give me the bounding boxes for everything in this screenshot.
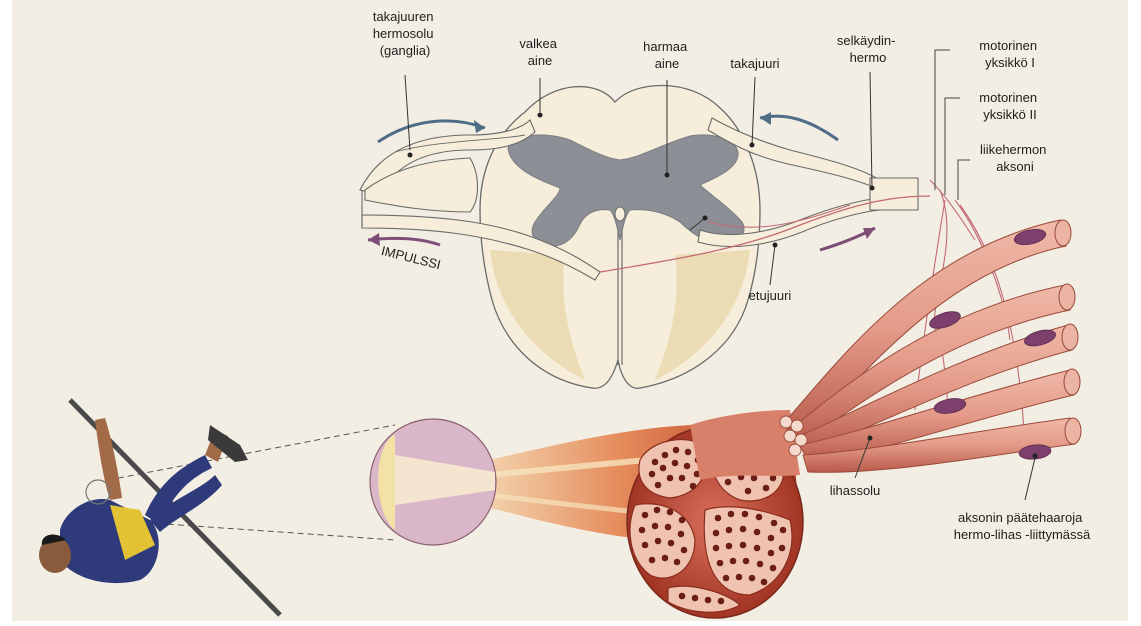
label-etujuuri: etujuuri [749,288,792,303]
label-takajuuri: takajuuri [730,56,779,71]
spinal-nerve [870,178,918,210]
right-border [1128,0,1141,621]
label-takajuuren-hermosolu: takajuuren hermosolu (ganglia) [373,9,437,58]
label-lihassolu: lihassolu [830,483,881,498]
central-canal [615,207,625,221]
left-border [0,0,12,621]
